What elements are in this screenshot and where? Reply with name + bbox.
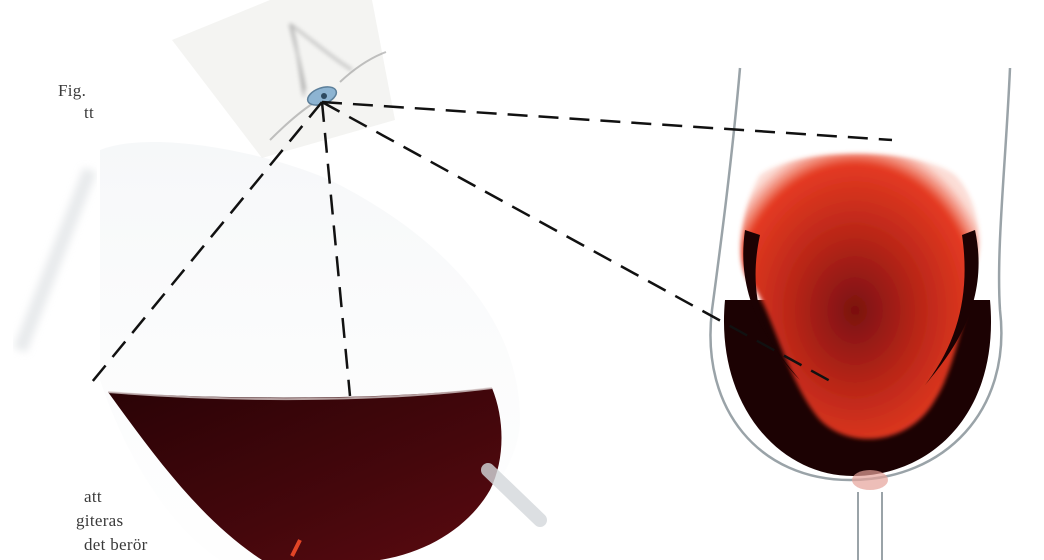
glass-base-reflection: [852, 470, 888, 490]
eye-sketch: [172, 0, 395, 158]
sketch-paper: [172, 0, 395, 158]
glass-stem: [858, 492, 882, 560]
sight-line: [322, 102, 892, 140]
tilted-wine-glass: [20, 142, 540, 560]
glass-rim: [20, 170, 90, 350]
eye-pupil: [321, 93, 327, 99]
glass-stem: [488, 470, 540, 520]
upright-wine-glass: [710, 68, 1010, 560]
